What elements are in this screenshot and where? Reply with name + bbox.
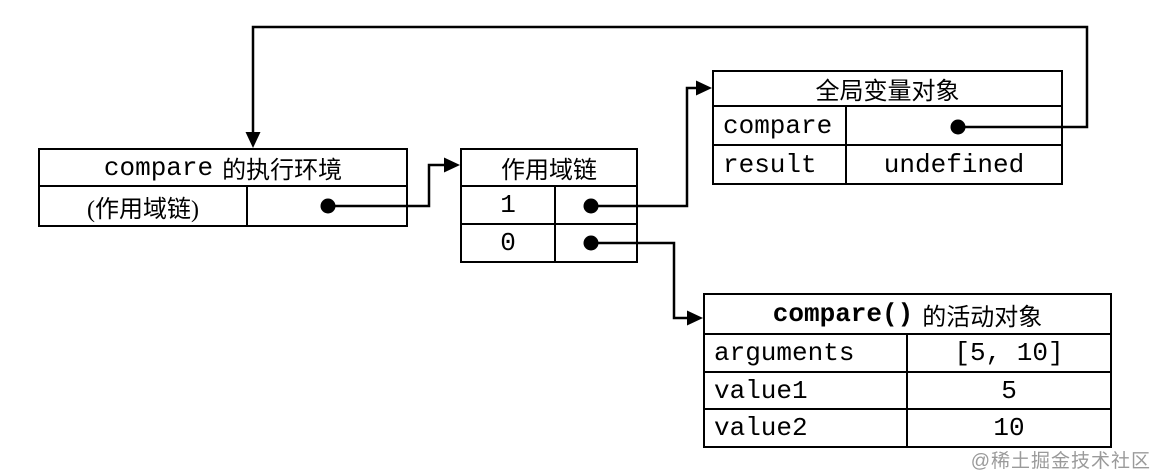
activation-value2-label: value2 — [705, 410, 908, 447]
watermark-text: @稀土掘金技术社区 — [970, 451, 1151, 472]
table-row: 0 — [462, 225, 636, 261]
arrowhead-to-exec — [245, 132, 261, 148]
table-row: value1 5 — [705, 372, 1110, 411]
activation-object-box: compare() 的活动对象 arguments [5, 10] value1… — [703, 293, 1112, 448]
table-row: (作用域链) — [40, 187, 406, 225]
table-row: value2 10 — [705, 410, 1110, 447]
arrowhead-to-activation — [687, 310, 703, 326]
scope-index-0-label: 0 — [462, 225, 556, 261]
execution-context-box: compare 的执行环境 (作用域链) — [38, 148, 408, 227]
arrowhead-to-global — [696, 80, 712, 96]
activation-value2-value: 10 — [993, 413, 1025, 444]
table-row: result undefined — [714, 146, 1061, 183]
global-variable-object-title-text: 全局变量对象 — [815, 79, 960, 105]
scope-chain-title: 作用域链 — [462, 150, 636, 187]
table-row: 1 — [462, 187, 636, 225]
execution-context-title-text: 的执行环境 — [222, 158, 343, 184]
scope-chain-title-text: 作用域链 — [501, 158, 597, 184]
global-result-value: undefined — [883, 149, 1025, 180]
table-row: arguments [5, 10] — [705, 335, 1110, 373]
global-variable-object-title: 全局变量对象 — [714, 72, 1061, 107]
arrowhead-to-scope — [444, 157, 460, 173]
scope-chain-pointer-cell — [248, 187, 406, 225]
global-compare-pointer-cell — [847, 107, 1061, 144]
scope-index-0-pointer-cell — [556, 225, 636, 261]
activation-value1-label: value1 — [705, 372, 908, 409]
scope-index-1-label: 1 — [462, 187, 556, 223]
activation-arguments-value: [5, 10] — [954, 337, 1064, 368]
execution-context-title: compare 的执行环境 — [40, 150, 406, 187]
activation-arguments-label: arguments — [705, 335, 908, 371]
activation-object-title-text: 的活动对象 — [922, 304, 1043, 331]
global-compare-label: compare — [714, 107, 847, 144]
scope-chain-label: (作用域链) — [40, 187, 248, 225]
activation-value1-value: 5 — [1001, 375, 1017, 406]
scope-chain-box: 作用域链 1 0 — [460, 148, 638, 263]
global-result-label: result — [714, 146, 847, 183]
execution-context-title-code: compare — [103, 152, 214, 183]
activation-object-title-code: compare() — [772, 299, 914, 329]
scope-index-1-pointer-cell — [556, 187, 636, 223]
global-variable-object-box: 全局变量对象 compare result undefined — [712, 70, 1063, 185]
table-row: compare — [714, 107, 1061, 146]
activation-object-title: compare() 的活动对象 — [705, 295, 1110, 335]
